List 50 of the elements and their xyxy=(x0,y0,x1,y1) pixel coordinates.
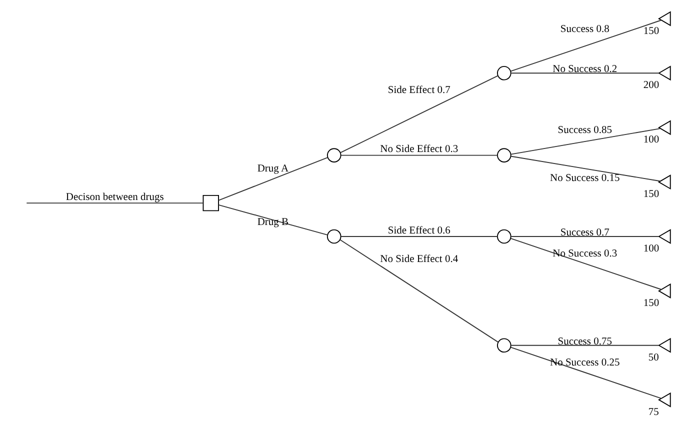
node-label: 150 xyxy=(642,189,659,200)
edge-label: Success 0.7 xyxy=(560,227,609,238)
node-circle xyxy=(496,66,511,80)
node-triangle xyxy=(657,228,670,244)
node-label: 50 xyxy=(648,352,658,364)
connector xyxy=(510,72,659,74)
edge-label: Success 0.8 xyxy=(560,24,609,35)
edge-label: No Success 0.2 xyxy=(552,64,617,75)
node-triangle xyxy=(657,338,670,353)
connector xyxy=(218,204,328,236)
edge-label: Decison between drugs xyxy=(65,192,164,203)
node-triangle xyxy=(657,66,670,81)
edge-label: No Side Effect 0.4 xyxy=(380,254,458,266)
edge-label: Success 0.85 xyxy=(557,125,612,136)
connector xyxy=(340,75,498,154)
node-circle xyxy=(496,338,511,353)
node-label: 100 xyxy=(642,244,659,255)
node-box xyxy=(202,194,218,212)
edge-label: Side Effect 0.7 xyxy=(387,85,450,96)
connector xyxy=(510,238,662,290)
node-triangle xyxy=(657,11,670,26)
node-triangle xyxy=(657,283,670,298)
connector xyxy=(510,346,662,399)
node-label: 200 xyxy=(642,80,659,92)
node-label: 75 xyxy=(648,406,658,418)
node-triangle xyxy=(657,392,670,408)
node-triangle xyxy=(657,120,670,136)
edge-label: Side Effect 0.6 xyxy=(387,225,450,236)
node-circle xyxy=(496,148,511,162)
node-label: 100 xyxy=(642,134,659,146)
edge-label: Success 0.75 xyxy=(557,336,612,348)
connector xyxy=(339,239,498,343)
edge-label: No Success 0.15 xyxy=(550,172,620,184)
connector xyxy=(510,236,659,237)
connector xyxy=(340,236,498,237)
node-label: 150 xyxy=(642,26,659,37)
connector xyxy=(26,202,204,204)
connector xyxy=(510,156,660,182)
connector xyxy=(510,128,660,155)
edge-label: Drug A xyxy=(256,163,288,174)
connector xyxy=(510,344,659,346)
node-circle xyxy=(496,229,511,244)
node-circle xyxy=(326,229,341,244)
connector xyxy=(340,154,498,156)
node-triangle xyxy=(657,174,670,190)
connector xyxy=(218,157,328,201)
node-circle xyxy=(326,148,341,162)
edge-label: No Side Effect 0.3 xyxy=(380,144,458,156)
connector xyxy=(510,20,662,72)
node-label: 150 xyxy=(642,298,659,310)
